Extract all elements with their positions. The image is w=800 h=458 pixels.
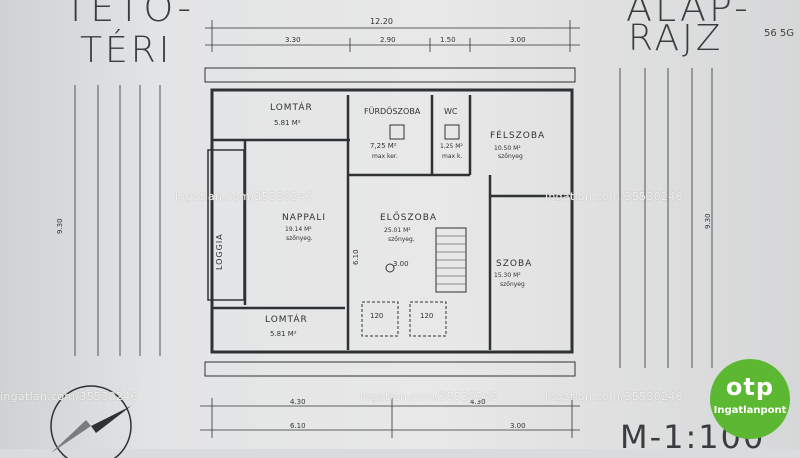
dim-skylight-1: 120 (370, 312, 383, 320)
dim-right-total: 9.30 (704, 213, 712, 229)
dim-top-seg-4: 3.00 (510, 36, 526, 44)
watermark: ingatlan.com/35530246 (0, 390, 138, 403)
brand-subtitle: Ingatlanpont (713, 405, 787, 416)
watermark: ingatlan.com/35530246 (545, 390, 683, 403)
room-szoba-area: 15.30 M² (494, 272, 521, 279)
room-lomtar-bottom-name: LOMTÁR (265, 313, 308, 325)
room-loggia-name: LOGGIA (215, 233, 224, 270)
room-eloszoba-area: 25.01 M² (384, 227, 411, 234)
room-lomtar-bottom-area: 5.81 M² (270, 330, 297, 338)
title-line-3: ALAP- (626, 0, 751, 30)
dim-bottom-2b: 3.00 (510, 422, 526, 430)
room-furdo-name: FÜRDŐSZOBA (364, 106, 421, 116)
watermark: ingatlan.com/35530246 (360, 390, 498, 403)
brand-logo-text: otp (725, 373, 775, 401)
room-szoba-note: szőnyeg (500, 281, 525, 288)
dim-top-total: 12.20 (370, 17, 393, 26)
dim-bottom-1b: 4.30 (470, 398, 486, 406)
room-felszoba-name: FÉLSZOBA (490, 129, 545, 141)
room-felszoba-area: 10.50 M² (494, 145, 521, 152)
room-wc-note: max k. (442, 153, 462, 160)
watermark: ingatlan.com/35530246 (175, 190, 313, 203)
dim-top-seg-1: 3.30 (285, 36, 301, 44)
dim-left-total: 9.30 (56, 218, 64, 234)
dim-top-seg-3: 1.50 (440, 36, 456, 44)
room-nappali-area: 19.14 M² (285, 226, 312, 233)
title-line-4: RAJZ (628, 18, 724, 59)
title-line-1: TETŐ- (64, 0, 195, 30)
room-lomtar-top-name: LOMTÁR (270, 101, 313, 113)
watermark: ingatlan.com/35530246 (545, 190, 683, 203)
corner-text: 56 5G (764, 28, 795, 39)
dim-bottom-2a: 6.10 (290, 422, 306, 430)
room-furdo-area: 7,25 M² (370, 142, 397, 150)
north-arrow-icon (50, 385, 132, 458)
room-furdo-note: max ker. (372, 153, 398, 160)
dim-top-seg-2: 2.90 (380, 36, 396, 44)
room-szoba-name: SZOBA (496, 259, 532, 269)
room-eloszoba-name: ELŐSZOBA (380, 212, 437, 223)
dim-skylight-2: 120 (420, 312, 433, 320)
otp-ingatlanpont-logo[interactable]: otp Ingatlanpont (710, 359, 790, 439)
room-felszoba-note: szőnyeg (498, 153, 523, 160)
room-wc-area: 1,25 M² (440, 143, 463, 150)
room-eloszoba-note: szőnyeg. (388, 236, 415, 243)
room-wc-name: WC (444, 107, 458, 116)
room-nappali-note: szőnyeg. (286, 235, 313, 242)
room-lomtar-top-area: 5.81 M² (274, 119, 301, 127)
room-nappali-name: NAPPALI (282, 213, 326, 223)
dim-misc-610: 6.10 (352, 249, 360, 265)
dim-bottom-1a: 4.30 (290, 398, 306, 406)
title-line-2: TÉRI (80, 30, 173, 71)
dim-misc-300: 3.00 (393, 260, 409, 268)
